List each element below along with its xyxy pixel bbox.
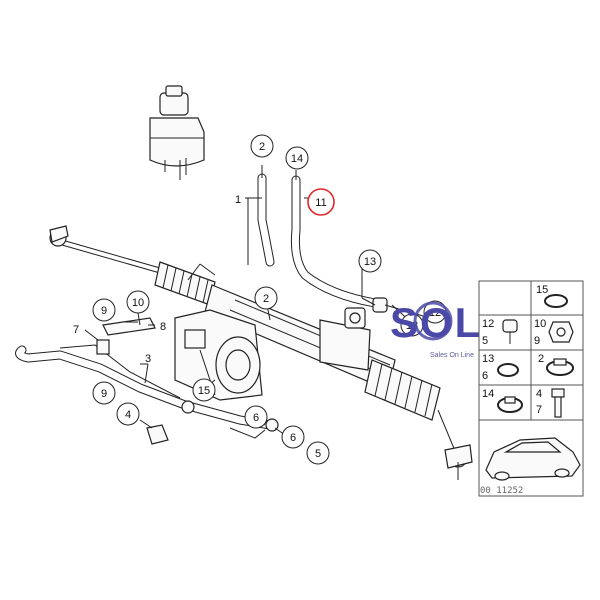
hose-11: [290, 170, 380, 308]
servo-unit: [174, 309, 263, 401]
callout-14: 14: [285, 146, 309, 170]
clamp-4: [139, 419, 169, 445]
car-illustration: [485, 437, 581, 481]
svg-text:6: 6: [290, 432, 296, 444]
svg-text:8: 8: [160, 321, 166, 333]
svg-text:6: 6: [253, 412, 259, 424]
svg-text:13: 13: [364, 256, 376, 268]
grid-label-2: 2: [538, 353, 544, 365]
callout-5: 5: [306, 441, 330, 465]
bracket-8: [84, 312, 156, 355]
return-line: [15, 344, 279, 439]
callout-4: 4: [116, 402, 140, 426]
grid-label-6: 6: [482, 370, 488, 382]
callout-7: 7: [73, 324, 79, 336]
svg-text:12: 12: [429, 307, 441, 319]
callout-12: 12: [423, 300, 447, 324]
grid-label-14: 14: [482, 388, 494, 400]
callout-1: 1: [235, 194, 241, 206]
grid-label-4: 4: [536, 388, 542, 400]
callout-6-left: 6: [244, 405, 268, 429]
svg-text:9: 9: [101, 388, 107, 400]
callout-2-top: 2: [250, 134, 274, 158]
grid-label-5: 5: [482, 335, 488, 347]
svg-text:2: 2: [259, 141, 265, 153]
grid-label-9: 9: [534, 335, 540, 347]
callout-8: 8: [160, 321, 166, 333]
svg-text:11: 11: [315, 197, 326, 209]
callout-6-right: 6: [281, 425, 305, 449]
callout-9-bottom: 9: [92, 381, 116, 405]
svg-text:1: 1: [235, 194, 241, 206]
svg-text:7: 7: [73, 324, 79, 336]
steering-rack: [49, 225, 473, 480]
callout-11-highlighted: 11: [307, 188, 335, 216]
grid-label-7: 7: [536, 404, 542, 416]
svg-text:4: 4: [125, 409, 131, 421]
diagram-code: 00 11252: [480, 486, 523, 496]
svg-text:10: 10: [132, 297, 144, 309]
svg-text:2: 2: [263, 293, 269, 305]
svg-text:3: 3: [145, 353, 151, 365]
svg-text:Sales On Line: Sales On Line: [430, 352, 474, 359]
callout-3: 3: [145, 353, 151, 365]
grid-label-12: 12: [482, 318, 494, 330]
svg-text:9: 9: [101, 305, 107, 317]
parts-grid: 15 12 5 10 9 13 6 2 14 4 7: [478, 280, 584, 497]
grid-label-15: 15: [536, 284, 548, 296]
callout-2-mid: 2: [254, 286, 278, 310]
sol-watermark: SOL Sales On Line: [390, 299, 480, 359]
svg-text:5: 5: [315, 448, 321, 460]
fluid-reservoir: [149, 85, 205, 180]
svg-text:14: 14: [291, 153, 303, 165]
svg-text:15: 15: [198, 385, 210, 397]
callout-9-top: 9: [92, 298, 116, 322]
hose-1: [245, 165, 275, 267]
callout-13-top: 13: [358, 249, 382, 273]
callout-10: 10: [126, 290, 150, 314]
grid-label-10: 10: [534, 318, 546, 330]
grid-label-13: 13: [482, 353, 494, 365]
callout-15: 15: [192, 378, 216, 402]
